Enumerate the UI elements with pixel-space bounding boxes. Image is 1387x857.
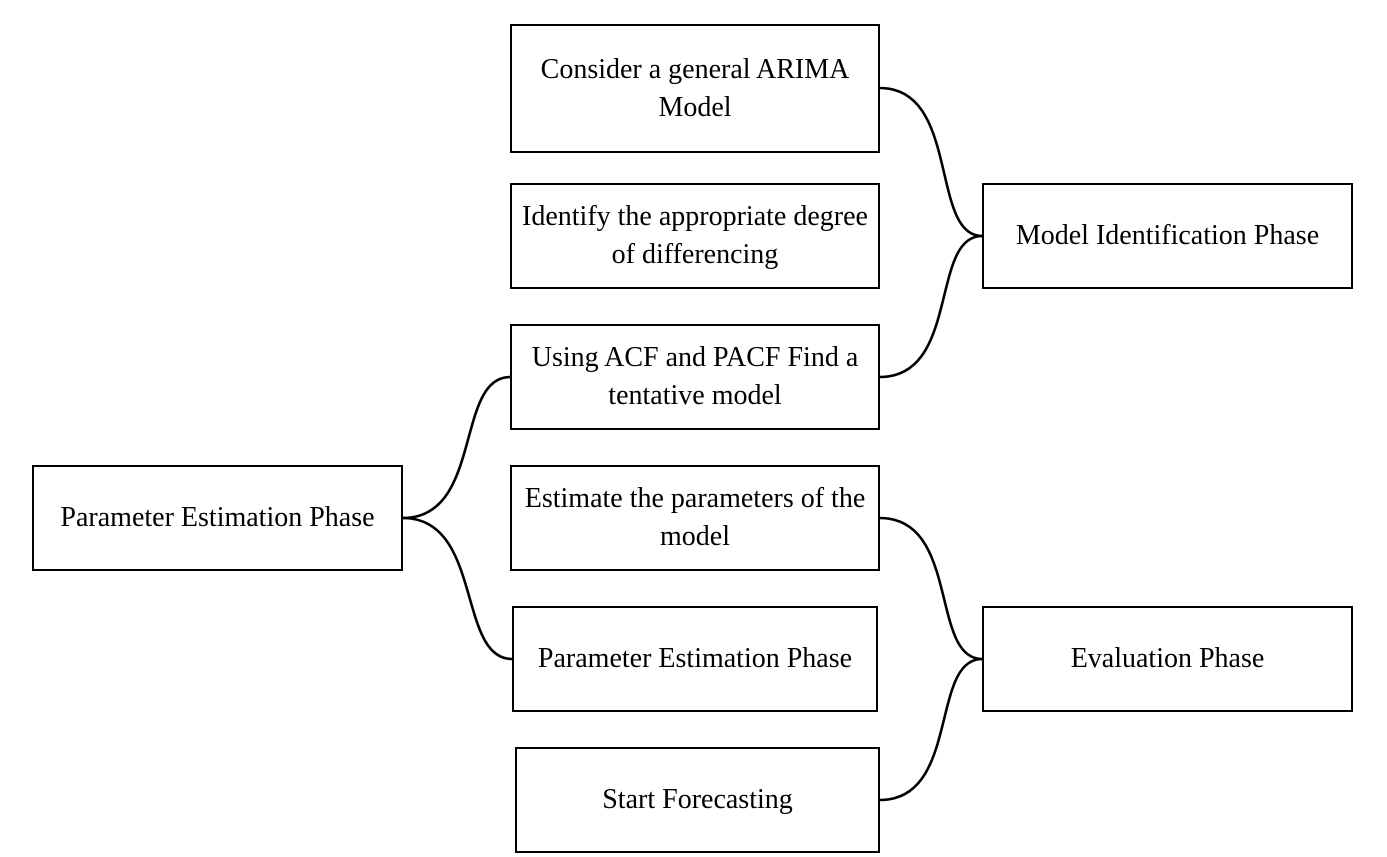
connector-consider-to-model-identification	[879, 86, 983, 238]
evaluation-phase-label: Evaluation Phase	[1070, 643, 1265, 674]
parameter-estimation-phase-middle-box: Parameter Estimation Phase	[512, 606, 878, 712]
estimate-parameters-box: Estimate the parameters of the model	[510, 465, 880, 571]
parameter-estimation-phase-middle-label: Parameter Estimation Phase	[537, 643, 853, 674]
parameter-estimation-phase-left-label: Parameter Estimation Phase	[60, 502, 375, 533]
connector-using-to-model-identification	[879, 234, 983, 379]
consider-arima-model-box: Consider a general ARIMA Model	[510, 24, 880, 153]
connector-parameter-left-to-using	[402, 375, 511, 520]
start-forecasting-label: Start Forecasting	[602, 784, 793, 815]
acf-pacf-tentative-model-label: Using ACF and PACF Find a tentative mode…	[531, 342, 859, 411]
parameter-estimation-phase-left-box: Parameter Estimation Phase	[32, 465, 403, 571]
estimate-parameters-label: Estimate the parameters of the model	[524, 483, 866, 552]
connector-parameter-left-to-parameter-middle	[402, 516, 513, 661]
acf-pacf-tentative-model-box: Using ACF and PACF Find a tentative mode…	[510, 324, 880, 430]
evaluation-phase-box: Evaluation Phase	[982, 606, 1353, 712]
model-identification-phase-box: Model Identification Phase	[982, 183, 1353, 289]
identify-differencing-box: Identify the appropriate degree of diffe…	[510, 183, 880, 289]
connector-start-to-evaluation	[879, 657, 983, 802]
identify-differencing-label: Identify the appropriate degree of diffe…	[522, 201, 868, 270]
connector-estimate-to-evaluation	[879, 516, 983, 661]
consider-arima-model-label: Consider a general ARIMA Model	[540, 53, 850, 123]
start-forecasting-box: Start Forecasting	[515, 747, 880, 853]
model-identification-phase-label: Model Identification Phase	[1015, 220, 1320, 251]
